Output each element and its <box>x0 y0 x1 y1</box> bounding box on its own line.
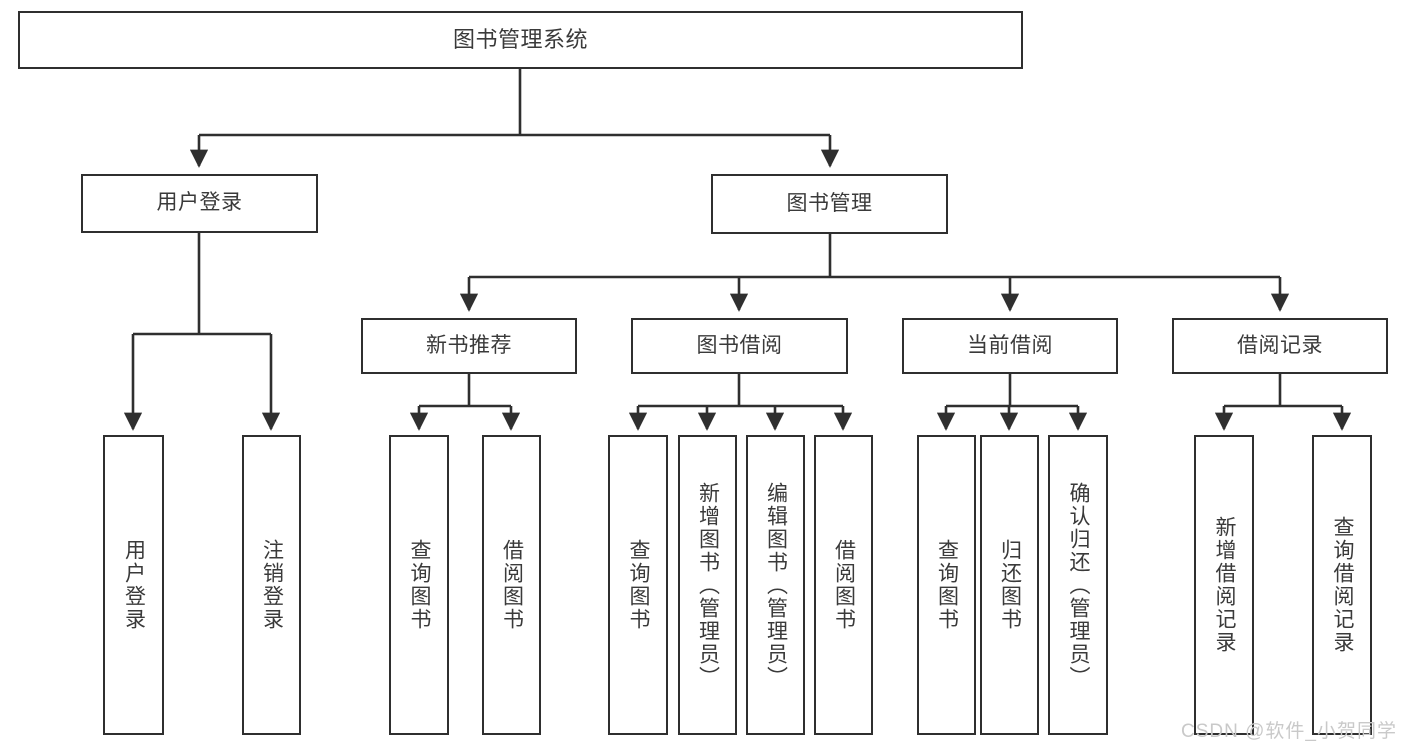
leaf-borrow-book[interactable]: 借阅图书 <box>814 435 873 735</box>
node-label: 确认归还（管理员） <box>1067 481 1091 689</box>
node-label: 归还图书 <box>998 539 1022 631</box>
node-label: 图书管理系统 <box>452 26 588 52</box>
node-borrow-record[interactable]: 借阅记录 <box>1172 318 1388 374</box>
leaf-query-borrow-record[interactable]: 查询借阅记录 <box>1312 435 1372 735</box>
node-label: 借阅记录 <box>1237 333 1323 357</box>
node-label: 查询借阅记录 <box>1331 516 1355 654</box>
leaf-logout[interactable]: 注销登录 <box>242 435 301 735</box>
node-label: 查询图书 <box>935 539 959 631</box>
leaf-query-book-current[interactable]: 查询图书 <box>917 435 976 735</box>
node-root-system[interactable]: 图书管理系统 <box>18 11 1023 69</box>
node-label: 图书管理 <box>786 191 873 215</box>
node-label: 编辑图书（管理员） <box>764 481 788 689</box>
node-label: 新增图书（管理员） <box>696 481 720 689</box>
node-label: 注销登录 <box>260 539 284 631</box>
leaf-return-book[interactable]: 归还图书 <box>980 435 1039 735</box>
node-label: 查询图书 <box>408 539 432 631</box>
node-label: 当前借阅 <box>967 333 1053 357</box>
node-label: 用户登录 <box>122 539 146 631</box>
node-label: 图书借阅 <box>696 333 783 357</box>
node-label: 新增借阅记录 <box>1213 516 1237 654</box>
leaf-add-book-admin[interactable]: 新增图书（管理员） <box>678 435 737 735</box>
node-current-borrow[interactable]: 当前借阅 <box>902 318 1118 374</box>
node-book-borrow[interactable]: 图书借阅 <box>631 318 848 374</box>
leaf-query-book-recommend[interactable]: 查询图书 <box>389 435 449 735</box>
leaf-edit-book-admin[interactable]: 编辑图书（管理员） <box>746 435 805 735</box>
node-label: 借阅图书 <box>500 539 524 631</box>
node-book-management[interactable]: 图书管理 <box>711 174 948 234</box>
node-label: 借阅图书 <box>832 539 856 631</box>
node-label: 用户登录 <box>156 191 243 215</box>
node-new-book-recommend[interactable]: 新书推荐 <box>361 318 577 374</box>
node-label: 新书推荐 <box>426 333 512 357</box>
watermark: CSDN @软件_小贺同学 <box>1181 721 1397 742</box>
node-user-login[interactable]: 用户登录 <box>81 174 318 233</box>
leaf-borrow-book-recommend[interactable]: 借阅图书 <box>482 435 541 735</box>
node-label: 查询图书 <box>627 539 651 631</box>
leaf-confirm-return-admin[interactable]: 确认归还（管理员） <box>1048 435 1108 735</box>
leaf-query-book-borrow[interactable]: 查询图书 <box>608 435 668 735</box>
leaf-user-login[interactable]: 用户登录 <box>103 435 164 735</box>
leaf-add-borrow-record[interactable]: 新增借阅记录 <box>1194 435 1254 735</box>
